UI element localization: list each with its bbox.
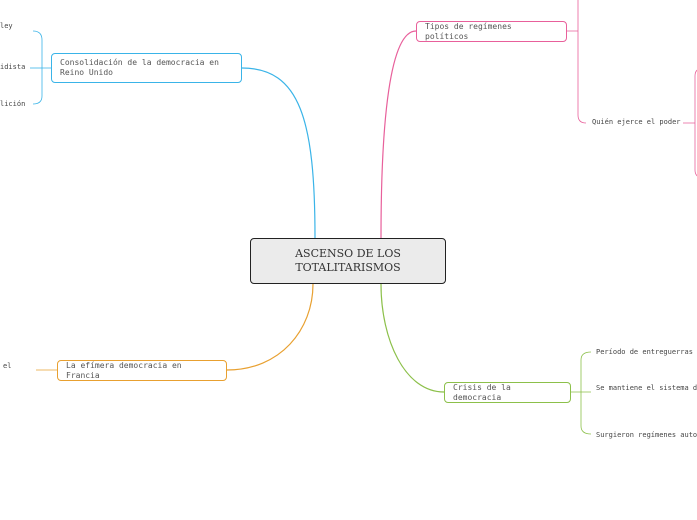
uk-leaf-3[interactable]: lición — [0, 100, 26, 108]
crisis-leaf-regimes-emerged[interactable]: Surgieron regímenes auto — [596, 431, 697, 439]
types-leaf-who-holds-power[interactable]: Quién ejerce el poder — [592, 118, 681, 126]
bracket-types — [567, 0, 587, 124]
central-topic-label: ASCENSO DE LOS TOTALITARISMOS — [295, 247, 401, 274]
connector-crisis — [380, 283, 445, 393]
topic-regime-types-label: Tipos de regímenes políticos — [425, 21, 512, 41]
central-topic[interactable]: ASCENSO DE LOS TOTALITARISMOS — [250, 238, 446, 284]
topic-uk-democracy-label: Consolidación de la democracia en Reino … — [60, 58, 219, 77]
topic-france-democracy[interactable]: La efímera democracia en Francia — [57, 360, 227, 381]
topic-regime-types[interactable]: Tipos de regímenes políticos — [416, 21, 567, 42]
topic-uk-democracy[interactable]: Consolidación de la democracia en Reino … — [51, 53, 242, 83]
bracket-uk — [32, 30, 51, 105]
topic-democracy-crisis[interactable]: Crisis de la democracia — [444, 382, 571, 403]
uk-leaf-2[interactable]: idista — [0, 63, 26, 71]
crisis-leaf-interwar[interactable]: Período de entreguerras — [596, 348, 693, 356]
crisis-leaf-system-maintained[interactable]: Se mantiene el sistema d — [596, 384, 697, 392]
bracket-crisis — [571, 351, 592, 435]
connector-france — [226, 283, 314, 371]
bracket-types-sub — [683, 69, 697, 177]
uk-leaf-1[interactable]: ley — [0, 22, 13, 30]
topic-france-democracy-label: La efímera democracia en Francia — [66, 360, 182, 380]
topic-democracy-crisis-label: Crisis de la democracia — [453, 382, 511, 402]
connector-uk — [241, 67, 316, 239]
connector-types — [380, 30, 417, 239]
france-leaf-1[interactable]: el — [3, 362, 12, 370]
